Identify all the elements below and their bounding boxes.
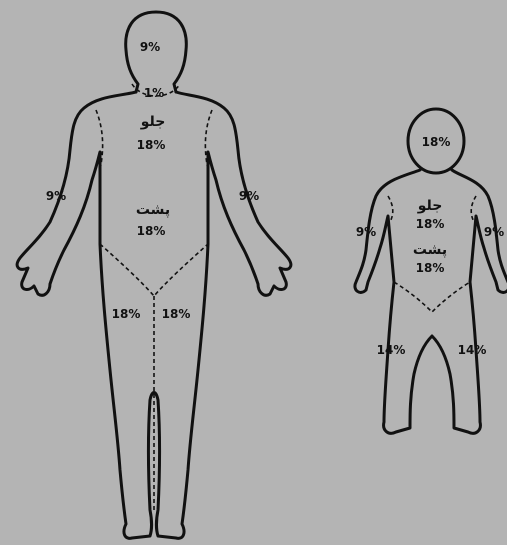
adult-front-word: جلو [140,114,166,130]
child-left-arm-label: 9% [356,225,376,239]
adult-back-word: پشت [136,202,170,218]
adult-front-label: 18% [137,138,166,152]
adult-head-label: 9% [140,40,160,54]
child-right-arm-label: 9% [484,225,504,239]
adult-neck-label: 1% [144,86,164,100]
adult-hip-divider [100,244,208,296]
adult-right-leg-label: 18% [162,307,191,321]
child-front-word: جلو [417,198,443,214]
adult-right-arm-label: 9% [239,189,259,203]
adult-left-leg-label: 18% [112,307,141,321]
adult-back-label: 18% [137,224,166,238]
child-front-label: 18% [416,217,445,231]
child-back-label: 18% [416,261,445,275]
child-left-leg-label: 14% [377,343,406,357]
child-figure: 18% جلو 18% پشت 18% 9% 9% 14% 14% [355,109,507,433]
child-back-word: پشت [413,242,447,258]
child-head-label: 18% [422,135,451,149]
adult-figure: 9% 1% جلو 18% پشت 18% 9% 9% 18% 18% [17,12,291,538]
adult-left-arm-label: 9% [46,189,66,203]
child-hip-divider [394,282,470,312]
child-right-leg-label: 14% [458,343,487,357]
